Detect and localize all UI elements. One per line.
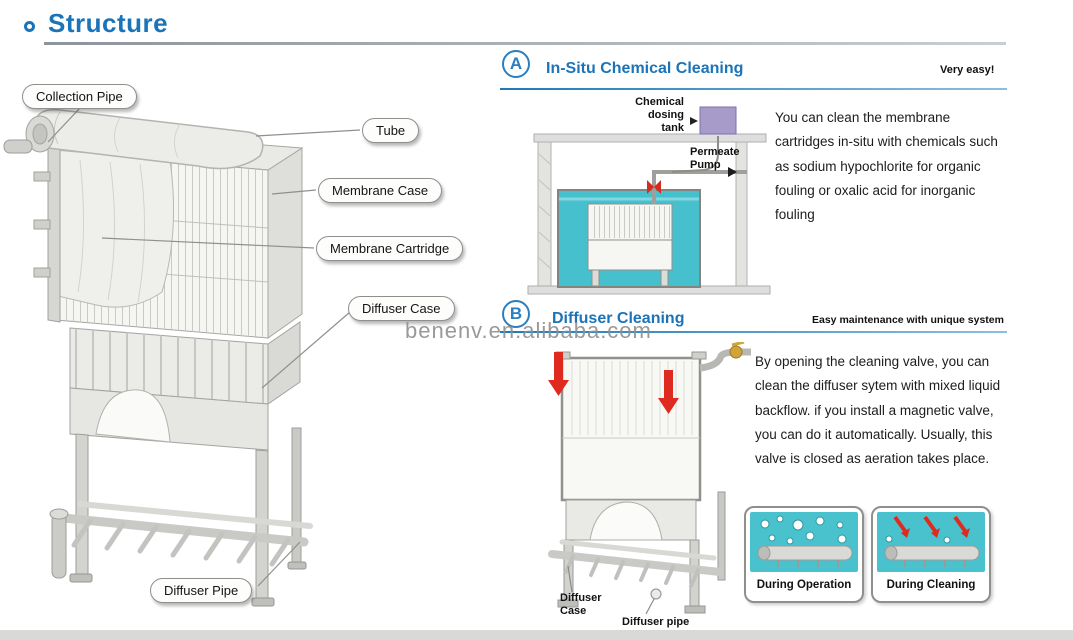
label-diffuser-pipe-b: Diffuser pipe xyxy=(622,616,690,628)
watermark: benenv.en.alibaba.com xyxy=(405,318,652,343)
page-title: Structure xyxy=(48,8,169,38)
bottom-strip xyxy=(0,630,1073,640)
chemical-valve-icon xyxy=(647,180,661,194)
cleaning-valve-icon xyxy=(729,345,743,359)
section-a-tagline: Very easy! xyxy=(940,64,995,76)
label-tube: Tube xyxy=(362,118,420,143)
inset-during-operation: During Operation xyxy=(744,506,864,603)
diffuser-cleaning-diagram xyxy=(548,342,751,615)
insitu-cleaning-diagram xyxy=(527,106,771,295)
section-b-badge: B xyxy=(502,300,530,328)
section-b-title: Diffuser Cleaning xyxy=(552,310,685,327)
section-b-tagline: Easy maintenance with unique system xyxy=(812,314,1004,326)
section-b-body: By opening the cleaning valve, you can c… xyxy=(755,354,1001,467)
cleaning-pipe xyxy=(699,348,751,372)
section-a-badge: A xyxy=(502,50,530,78)
operation-inset-graphic xyxy=(757,515,853,567)
title-divider xyxy=(44,42,1006,45)
callout-leader-lines xyxy=(47,107,361,587)
section-a-divider xyxy=(500,88,1007,90)
backflow-arrow-icon xyxy=(658,370,679,414)
dosing-label-arrow-icon xyxy=(690,117,698,125)
chemical-dosing-tank xyxy=(699,106,737,135)
label-membrane-cartridge: Membrane Cartridge xyxy=(316,236,464,261)
drain-cap xyxy=(650,588,662,600)
cleaning-inset-graphic xyxy=(884,515,980,567)
section-a-title: In-Situ Chemical Cleaning xyxy=(546,60,744,77)
label-membrane-case: Membrane Case xyxy=(318,178,443,203)
diffuser-pipe-graphic xyxy=(757,545,853,561)
label-diffuser-pipe: Diffuser Pipe xyxy=(150,578,253,603)
inset-cleaning-label: During Cleaning xyxy=(886,579,976,591)
title-bullet-icon xyxy=(24,21,35,32)
diffuser-pipe-graphic xyxy=(884,545,980,561)
label-diffuser-case-b: Diffuser Case xyxy=(560,592,602,618)
section-a-body: You can clean the membrane cartridges in… xyxy=(775,110,998,223)
membrane-module-illustration xyxy=(3,107,361,607)
inset-operation-label: During Operation xyxy=(756,579,852,591)
label-permeate-pump: Permeate Pump xyxy=(690,146,740,172)
label-collection-pipe: Collection Pipe xyxy=(22,84,137,109)
label-chemical-dosing-tank: Chemical dosing tank xyxy=(635,96,684,135)
label-diffuser-case: Diffuser Case xyxy=(348,296,455,321)
section-b-divider xyxy=(500,331,1007,333)
inset-during-cleaning: During Cleaning xyxy=(871,506,991,603)
permeate-pipe xyxy=(652,170,747,204)
backflow-arrow-icon xyxy=(548,352,569,396)
flow-arrow-icon xyxy=(728,167,737,177)
